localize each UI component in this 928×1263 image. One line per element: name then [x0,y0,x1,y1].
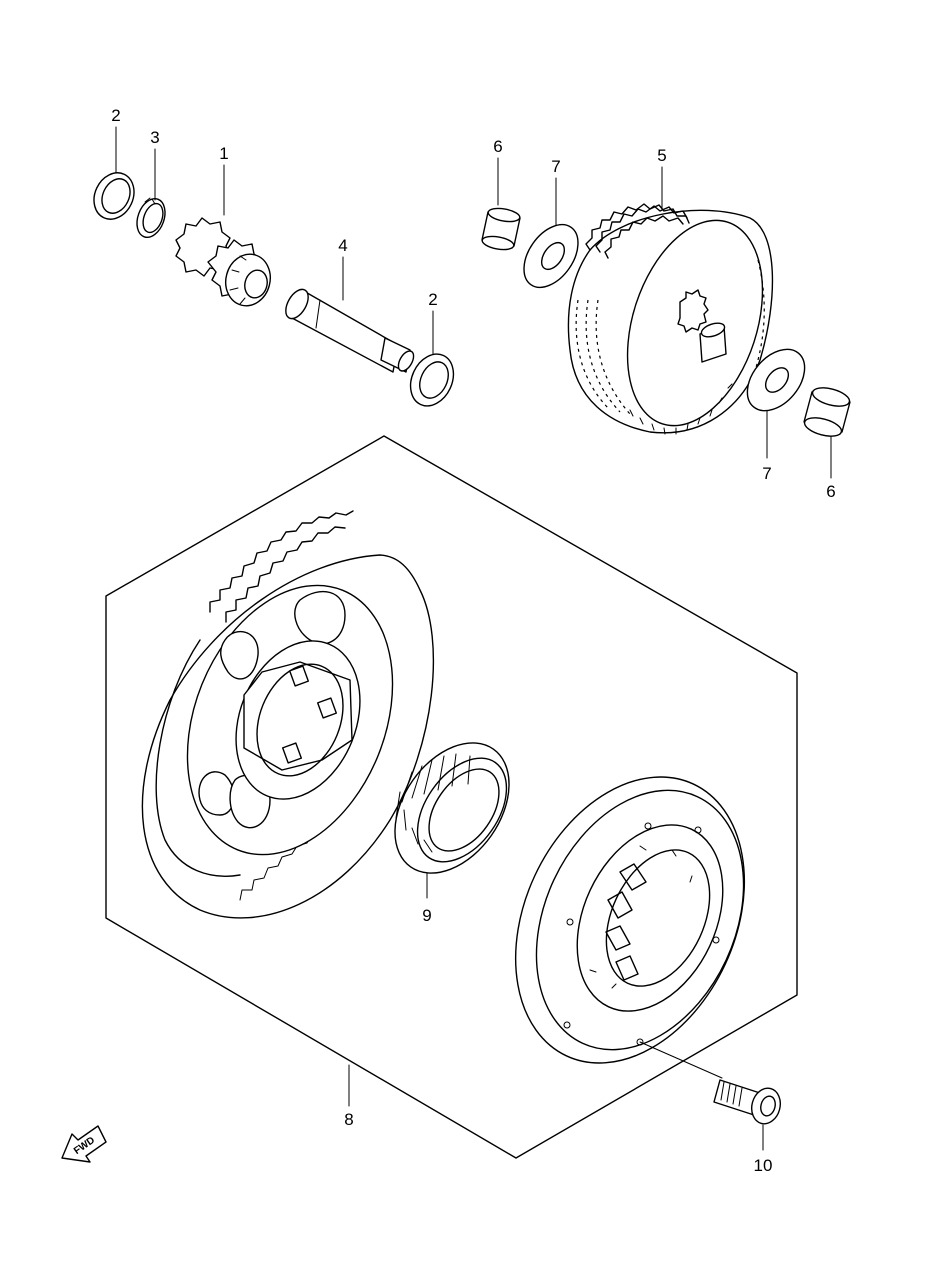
svg-text:6: 6 [493,137,502,156]
callout-7-lower: 7 [762,404,772,483]
svg-text:10: 10 [754,1156,773,1175]
callout-5: 5 [657,146,667,211]
fwd-direction-badge: FWD [61,1125,107,1163]
callout-10: 10 [754,1124,773,1175]
svg-text:2: 2 [111,106,120,125]
needle-bearing-9 [394,742,510,874]
circlip-3 [136,197,166,239]
callout-7-upper: 7 [551,157,561,231]
callout-8: 8 [344,1064,354,1129]
svg-text:2: 2 [428,290,437,309]
callout-3: 3 [150,128,160,201]
washer-7-lower [746,348,806,412]
one-way-clutch [514,776,746,1079]
svg-text:7: 7 [762,464,771,483]
bushing-6-lower [803,387,851,437]
assembly-8-boundary [105,435,798,1159]
svg-text:1: 1 [219,144,228,163]
callout-2-upper-left: 2 [111,106,121,173]
svg-text:4: 4 [338,236,347,255]
svg-text:7: 7 [551,157,560,176]
washer-2-shaft [409,353,455,407]
svg-text:9: 9 [422,906,431,925]
callout-4: 4 [338,236,348,301]
callout-6-lower: 6 [826,429,836,501]
svg-text:5: 5 [657,146,666,165]
callout-2-shaft: 2 [428,290,438,356]
svg-text:3: 3 [150,128,159,147]
bolt-10 [713,1079,782,1125]
shaft-4 [285,288,415,373]
gear-1 [175,217,271,307]
svg-text:6: 6 [826,482,835,501]
bushing-6-upper [481,207,521,251]
washer-7-upper [523,223,579,289]
callout-1: 1 [219,144,229,216]
idle-gear-5 [567,203,774,435]
svg-text:8: 8 [344,1110,353,1129]
washer-2-upper [93,172,135,220]
callout-6-upper: 6 [493,137,503,206]
starter-clutch-gear-8 [141,510,435,919]
